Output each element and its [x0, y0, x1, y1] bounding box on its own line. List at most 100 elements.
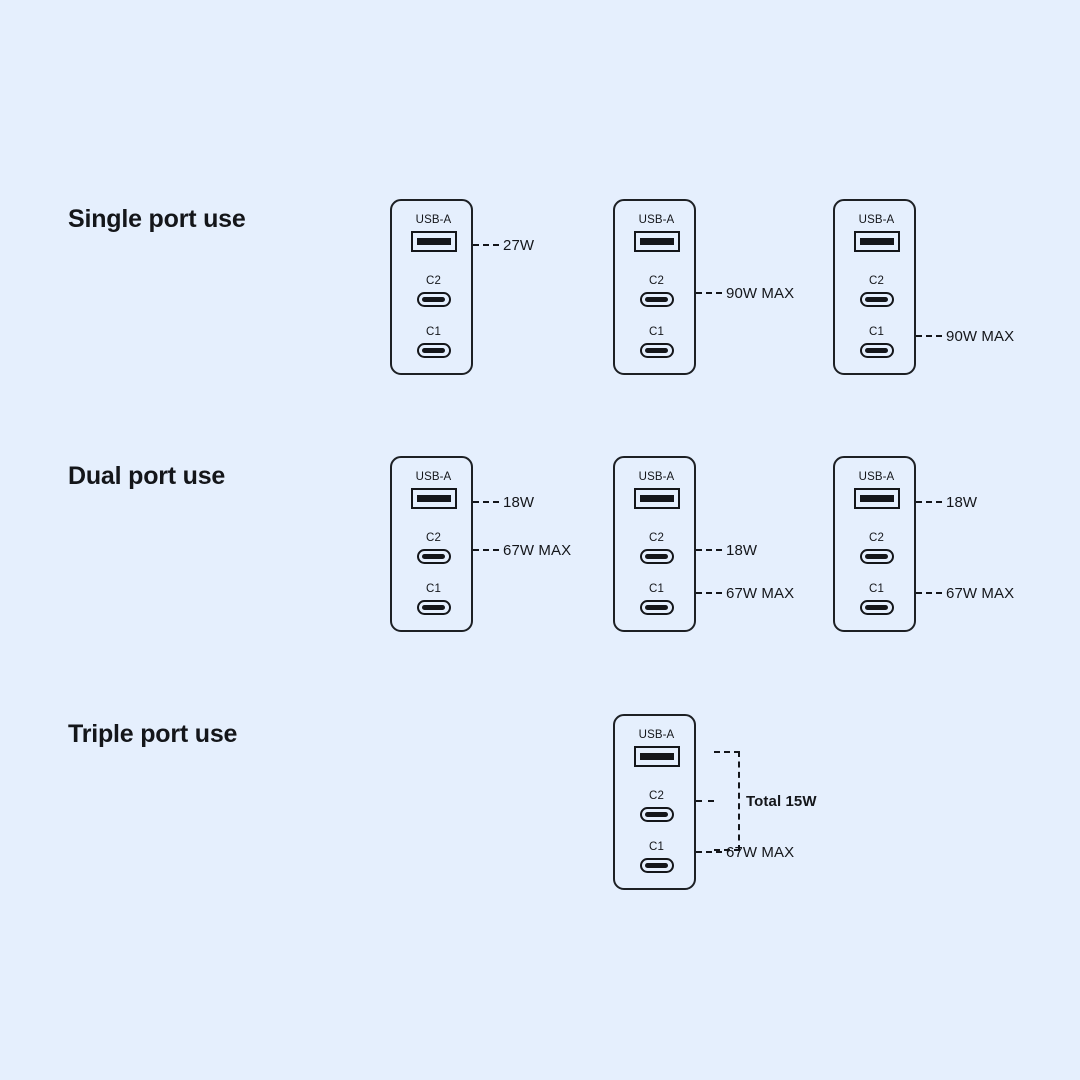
section-title-triple: Triple port use — [68, 720, 238, 748]
port-usb-a: USB-A — [835, 214, 918, 252]
usb-c-port-icon — [416, 342, 451, 358]
callout-single-3-c1: 90W MAX — [916, 327, 1014, 345]
port-label-c2: C2 — [426, 275, 441, 287]
port-label-c2: C2 — [649, 790, 664, 802]
port-c1: C1 — [835, 326, 918, 358]
charger-single-3: USB-A C2 C1 — [833, 199, 916, 375]
callout-label: 90W MAX — [946, 327, 1015, 345]
port-c1: C1 — [615, 583, 698, 615]
port-label-c2: C2 — [649, 532, 664, 544]
usb-c-port-icon — [859, 599, 894, 615]
usb-c-port-icon — [639, 599, 674, 615]
bracket-callout-triple-total: Total 15W — [696, 751, 817, 851]
port-label-c1: C1 — [649, 583, 664, 595]
port-label-usb-a: USB-A — [858, 214, 895, 226]
callout-label: 18W — [503, 493, 535, 511]
leader-line — [696, 549, 722, 551]
callout-dual-1-c2: 67W MAX — [473, 541, 571, 559]
leader-line — [696, 292, 722, 294]
port-label-c1: C1 — [649, 841, 664, 853]
port-label-usb-a: USB-A — [415, 471, 452, 483]
charger-single-1: USB-A C2 C1 — [390, 199, 473, 375]
callout-label: 90W MAX — [726, 284, 795, 302]
leader-line — [473, 549, 499, 551]
port-usb-a: USB-A — [835, 471, 918, 509]
port-label-usb-a: USB-A — [858, 471, 895, 483]
usb-c-port-icon — [416, 548, 451, 564]
usb-c-port-icon — [859, 548, 894, 564]
usb-c-port-icon — [416, 599, 451, 615]
usb-a-port-icon — [410, 487, 457, 509]
port-c2: C2 — [615, 275, 698, 307]
port-label-c1: C1 — [869, 326, 884, 338]
port-label-c1: C1 — [426, 583, 441, 595]
section-title-single: Single port use — [68, 205, 246, 233]
port-c2: C2 — [835, 532, 918, 564]
leader-line — [696, 592, 722, 594]
leader-line — [916, 335, 942, 337]
callout-dual-1-usb-a: 18W — [473, 493, 534, 511]
grouping-bracket — [714, 751, 740, 851]
port-label-usb-a: USB-A — [415, 214, 452, 226]
port-c2: C2 — [392, 275, 475, 307]
charger-triple-1: USB-A C2 C1 — [613, 714, 696, 890]
callout-label: 67W MAX — [946, 584, 1015, 602]
port-label-c2: C2 — [869, 532, 884, 544]
usb-a-port-icon — [853, 487, 900, 509]
usb-c-port-icon — [859, 342, 894, 358]
port-usb-a: USB-A — [615, 729, 698, 767]
usb-c-port-icon — [639, 548, 674, 564]
port-label-usb-a: USB-A — [638, 214, 675, 226]
leader-line — [473, 501, 499, 503]
callout-label: 67W MAX — [726, 584, 795, 602]
leader-line — [916, 501, 942, 503]
usb-c-port-icon — [639, 342, 674, 358]
port-label-c1: C1 — [426, 326, 441, 338]
usb-a-port-icon — [410, 230, 457, 252]
usb-c-port-icon — [639, 291, 674, 307]
charger-dual-3: USB-A C2 C1 — [833, 456, 916, 632]
leader-line — [696, 800, 714, 802]
port-label-c2: C2 — [649, 275, 664, 287]
callout-label: 18W — [726, 541, 758, 559]
callout-dual-2-c2: 18W — [696, 541, 757, 559]
port-c1: C1 — [392, 326, 475, 358]
callout-dual-3-usb-a: 18W — [916, 493, 977, 511]
port-c2: C2 — [615, 790, 698, 822]
port-c2: C2 — [835, 275, 918, 307]
port-usb-a: USB-A — [615, 214, 698, 252]
callout-dual-3-c1: 67W MAX — [916, 584, 1014, 602]
port-label-usb-a: USB-A — [638, 729, 675, 741]
callout-label: 27W — [503, 236, 535, 254]
usb-a-port-icon — [633, 230, 680, 252]
port-c1: C1 — [392, 583, 475, 615]
section-title-dual: Dual port use — [68, 462, 226, 490]
port-label-usb-a: USB-A — [638, 471, 675, 483]
callout-triple-c1: 67W MAX — [696, 843, 794, 861]
port-c2: C2 — [615, 532, 698, 564]
callout-single-2-c2: 90W MAX — [696, 284, 794, 302]
port-label-c1: C1 — [649, 326, 664, 338]
callout-label: 67W MAX — [503, 541, 572, 559]
usb-c-port-icon — [416, 291, 451, 307]
port-c1: C1 — [615, 841, 698, 873]
charger-dual-2: USB-A C2 C1 — [613, 456, 696, 632]
port-c2: C2 — [392, 532, 475, 564]
leader-line — [473, 244, 499, 246]
charger-dual-1: USB-A C2 C1 — [390, 456, 473, 632]
port-label-c2: C2 — [426, 532, 441, 544]
usb-c-port-icon — [859, 291, 894, 307]
callout-dual-2-c1: 67W MAX — [696, 584, 794, 602]
charger-single-2: USB-A C2 C1 — [613, 199, 696, 375]
usb-c-port-icon — [639, 857, 674, 873]
leader-line — [916, 592, 942, 594]
port-usb-a: USB-A — [392, 214, 475, 252]
port-usb-a: USB-A — [392, 471, 475, 509]
callout-single-1-usb-a: 27W — [473, 236, 534, 254]
callout-label: 67W MAX — [726, 843, 795, 861]
callout-label: Total 15W — [746, 792, 817, 810]
callout-label: 18W — [946, 493, 978, 511]
usb-a-port-icon — [853, 230, 900, 252]
port-label-c2: C2 — [869, 275, 884, 287]
